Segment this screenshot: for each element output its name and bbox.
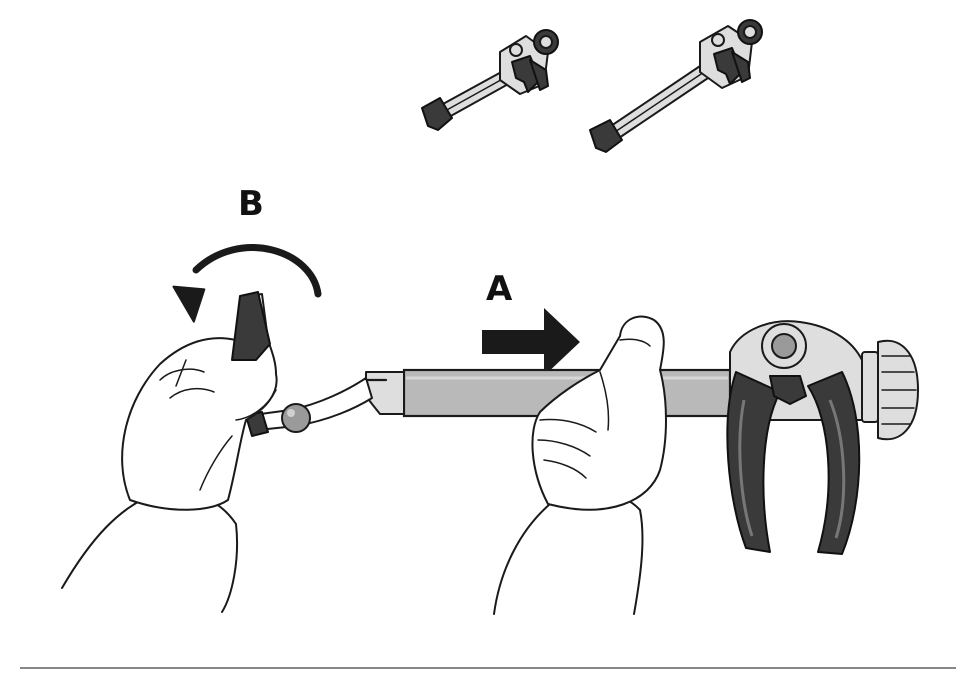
arrow-right-icon	[482, 308, 580, 376]
wheel-clamp-head	[726, 320, 919, 555]
bike-arm-thumbnail-short	[421, 29, 559, 131]
step-label-a: A	[486, 269, 513, 309]
bike-arm-thumbnail-long	[589, 19, 763, 153]
step-label-b: B	[238, 184, 264, 224]
rotate-counterclockwise-icon	[172, 244, 322, 323]
left-hand	[61, 291, 278, 613]
right-hand	[493, 315, 667, 615]
